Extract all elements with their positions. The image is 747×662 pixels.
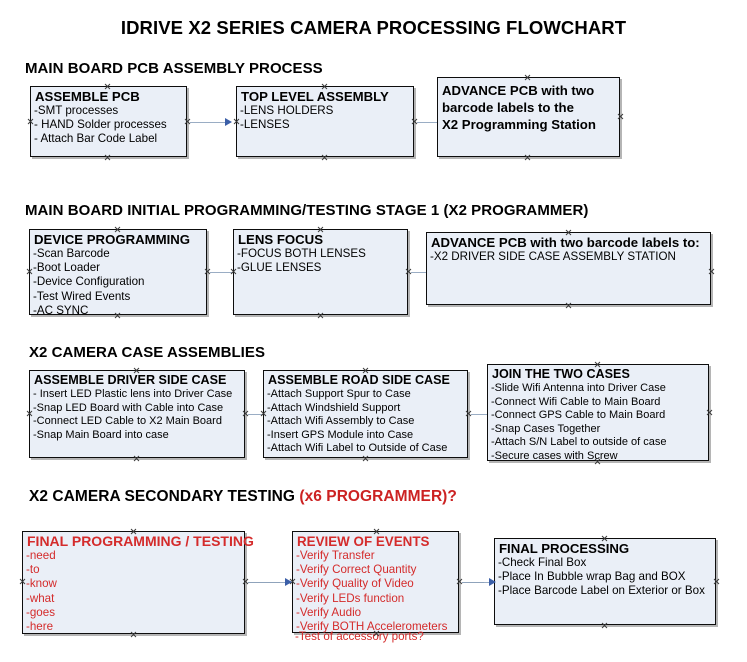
connector-assemble-pcb-to-top-level bbox=[190, 118, 233, 126]
box-header: ASSEMBLE DRIVER SIDE CASE bbox=[34, 373, 227, 387]
list-item: -SMT processes bbox=[34, 104, 119, 117]
flow-box-assemble-road-side-case[interactable]: ASSEMBLE ROAD SIDE CASE -Attach Support … bbox=[263, 370, 468, 458]
list-item: -Verify Transfer bbox=[296, 549, 375, 562]
box-item-list: -SMT processes - HAND Solder processes -… bbox=[31, 104, 186, 147]
connector-final-programming-to-review-of-events bbox=[280, 578, 294, 586]
list-item: -Scan Barcode bbox=[33, 247, 110, 260]
section-heading-x2-camera-case-assemblies: X2 CAMERA CASE ASSEMBLIES bbox=[29, 344, 265, 361]
box-header: FINAL PROCESSING bbox=[499, 541, 630, 556]
box-header-line-1: ADVANCE PCB with two bbox=[442, 83, 595, 98]
list-item: -Verify LEDs function bbox=[296, 591, 405, 605]
section-heading-accent: (x6 PROGRAMMER)? bbox=[299, 488, 457, 505]
box-item-list: -Verify Transfer -Verify Correct Quantit… bbox=[293, 549, 458, 634]
list-item: -Place In Bubble wrap Bag and BOX bbox=[498, 570, 686, 584]
list-item: -LENS HOLDERS bbox=[240, 104, 334, 117]
box-header: ASSEMBLE PCB bbox=[35, 89, 140, 104]
flow-box-device-programming[interactable]: DEVICE PROGRAMMING -Scan Barcode -Boot L… bbox=[29, 229, 207, 318]
section-heading-text: X2 CAMERA CASE ASSEMBLIES bbox=[29, 344, 266, 361]
box-item-list: -need -to -know -what -goes -here bbox=[23, 549, 244, 634]
list-item: -X2 DRIVER SIDE CASE ASSEMBLY STATION bbox=[430, 250, 676, 263]
box-header-line-3: X2 Programming Station bbox=[442, 117, 596, 132]
box-item-list: -LENS HOLDERS -LENSES bbox=[237, 104, 413, 132]
list-item: -Insert GPS Module into Case bbox=[267, 428, 414, 441]
section-heading-x2-camera-secondary-testing: X2 CAMERA SECONDARY TESTING (x6 PROGRAMM… bbox=[29, 488, 457, 506]
list-item: -what bbox=[26, 591, 55, 605]
section-heading-main-board-pcb-assembly: MAIN BOARD PCB ASSEMBLY PROCESS bbox=[25, 60, 323, 77]
list-item: -Test Wired Events bbox=[33, 289, 131, 303]
box-header-line-2: barcode labels to the bbox=[442, 100, 574, 115]
list-item: -Attach Support Spur to Case bbox=[267, 388, 411, 400]
list-item: -Slide Wifi Antenna into Driver Case bbox=[491, 382, 666, 394]
box-header: ADVANCE PCB with two barcode labels to: bbox=[431, 235, 700, 250]
list-item: -Connect Wifi Cable to Main Board bbox=[491, 395, 661, 408]
list-item: -Verify Quality of Video bbox=[296, 577, 414, 591]
list-item: -Attach Wifi Assembly to Case bbox=[267, 415, 415, 428]
list-item: -Verify BOTH Accelerometers bbox=[296, 620, 448, 634]
box-header: ASSEMBLE ROAD SIDE CASE bbox=[268, 373, 450, 387]
list-item: -Attach Windshield Support bbox=[267, 401, 401, 414]
flow-box-assemble-driver-side-case[interactable]: ASSEMBLE DRIVER SIDE CASE - Insert LED P… bbox=[29, 370, 245, 458]
list-item: -need bbox=[26, 549, 56, 562]
section-heading-text: X2 CAMERA SECONDARY TESTING bbox=[29, 488, 300, 505]
list-item: - Attach Bar Code Label bbox=[34, 132, 158, 146]
list-item: -Device Configuration bbox=[33, 275, 145, 289]
box-item-list: -FOCUS BOTH LENSES -GLUE LENSES bbox=[234, 247, 407, 275]
list-item: -Snap Cases Together bbox=[491, 422, 601, 435]
list-item: -Check Final Box bbox=[498, 556, 587, 569]
box-header: ADVANCE PCB with two barcode labels to t… bbox=[438, 78, 619, 133]
box-item-list: - Insert LED Plastic lens into Driver Ca… bbox=[30, 388, 244, 442]
box-item-list: -Scan Barcode -Boot Loader -Device Confi… bbox=[30, 247, 206, 318]
box-header: FINAL PROGRAMMING / TESTING bbox=[27, 533, 254, 549]
list-item: -Secure cases with Screw bbox=[491, 449, 618, 462]
list-item: -here bbox=[26, 620, 54, 634]
flow-box-review-of-events[interactable]: REVIEW OF EVENTS -Verify Transfer -Verif… bbox=[292, 531, 459, 633]
box-header: REVIEW OF EVENTS bbox=[297, 534, 430, 549]
list-item: -LENSES bbox=[240, 118, 290, 132]
flow-box-lens-focus[interactable]: LENS FOCUS -FOCUS BOTH LENSES -GLUE LENS… bbox=[233, 229, 408, 315]
section-heading-main-board-initial-programming: MAIN BOARD INITIAL PROGRAMMING/TESTING S… bbox=[25, 202, 588, 219]
list-item: -FOCUS BOTH LENSES bbox=[237, 247, 366, 260]
list-item: -Connect LED Cable to X2 Main Board bbox=[33, 415, 222, 428]
list-item: -Verify Correct Quantity bbox=[296, 563, 417, 577]
box-item-list: -Check Final Box -Place In Bubble wrap B… bbox=[495, 556, 715, 599]
box-header: LENS FOCUS bbox=[238, 232, 323, 247]
flow-box-join-the-two-cases[interactable]: JOIN THE TWO CASES -Slide Wifi Antenna i… bbox=[487, 364, 709, 464]
box-item-list: -Slide Wifi Antenna into Driver Case -Co… bbox=[488, 382, 708, 464]
list-item: -AC SYNC bbox=[33, 303, 89, 317]
list-item: -Snap Main Board into case bbox=[33, 428, 169, 441]
list-item: - Insert LED Plastic lens into Driver Ca… bbox=[33, 388, 233, 400]
flow-box-final-programming-testing[interactable]: FINAL PROGRAMMING / TESTING -need -to -k… bbox=[22, 531, 254, 634]
flow-box-assemble-pcb[interactable]: ASSEMBLE PCB -SMT processes - HAND Solde… bbox=[30, 86, 187, 157]
box-header: DEVICE PROGRAMMING bbox=[34, 232, 191, 247]
list-item: -Boot Loader bbox=[33, 261, 101, 275]
list-item: -GLUE LENSES bbox=[237, 261, 322, 275]
box-header: JOIN THE TWO CASES bbox=[492, 367, 630, 381]
flow-box-advance-pcb-programming-station[interactable]: ADVANCE PCB with two barcode labels to t… bbox=[437, 77, 620, 157]
section-heading-text: MAIN BOARD INITIAL PROGRAMMING/TESTING S… bbox=[25, 202, 589, 219]
box-header: TOP LEVEL ASSEMBLY bbox=[241, 89, 389, 104]
flow-box-advance-pcb-driver-side-case[interactable]: ADVANCE PCB with two barcode labels to: … bbox=[426, 232, 711, 305]
list-item-overflow: -Test of accessory ports? bbox=[295, 630, 424, 643]
section-heading-text: MAIN BOARD PCB ASSEMBLY PROCESS bbox=[25, 60, 323, 77]
connector-review-of-events-to-final-processing bbox=[484, 578, 498, 586]
list-item: -know bbox=[26, 577, 57, 591]
list-item: -Attach S/N Label to outside of case bbox=[491, 436, 667, 449]
flow-box-final-processing[interactable]: FINAL PROCESSING -Check Final Box -Place… bbox=[494, 538, 716, 625]
page-title: IDRIVE X2 SERIES CAMERA PROCESSING FLOWC… bbox=[120, 17, 627, 38]
list-item: -Connect GPS Cable to Main Board bbox=[491, 409, 666, 422]
box-item-list: -Attach Support Spur to Case -Attach Win… bbox=[264, 388, 467, 456]
list-item: - HAND Solder processes bbox=[34, 118, 167, 132]
list-item: -Snap LED Board with Cable into Case bbox=[33, 401, 224, 414]
list-item: -goes bbox=[26, 605, 56, 619]
flow-box-top-level-assembly[interactable]: TOP LEVEL ASSEMBLY -LENS HOLDERS -LENSES bbox=[236, 86, 414, 157]
list-item: -to bbox=[26, 563, 40, 577]
box-item-list: -X2 DRIVER SIDE CASE ASSEMBLY STATION bbox=[427, 250, 710, 264]
list-item: -Attach Wifi Label to Outside of Case bbox=[267, 442, 448, 455]
list-item: -Place Barcode Label on Exterior or Box bbox=[498, 584, 705, 598]
list-item: -Verify Audio bbox=[296, 605, 362, 619]
